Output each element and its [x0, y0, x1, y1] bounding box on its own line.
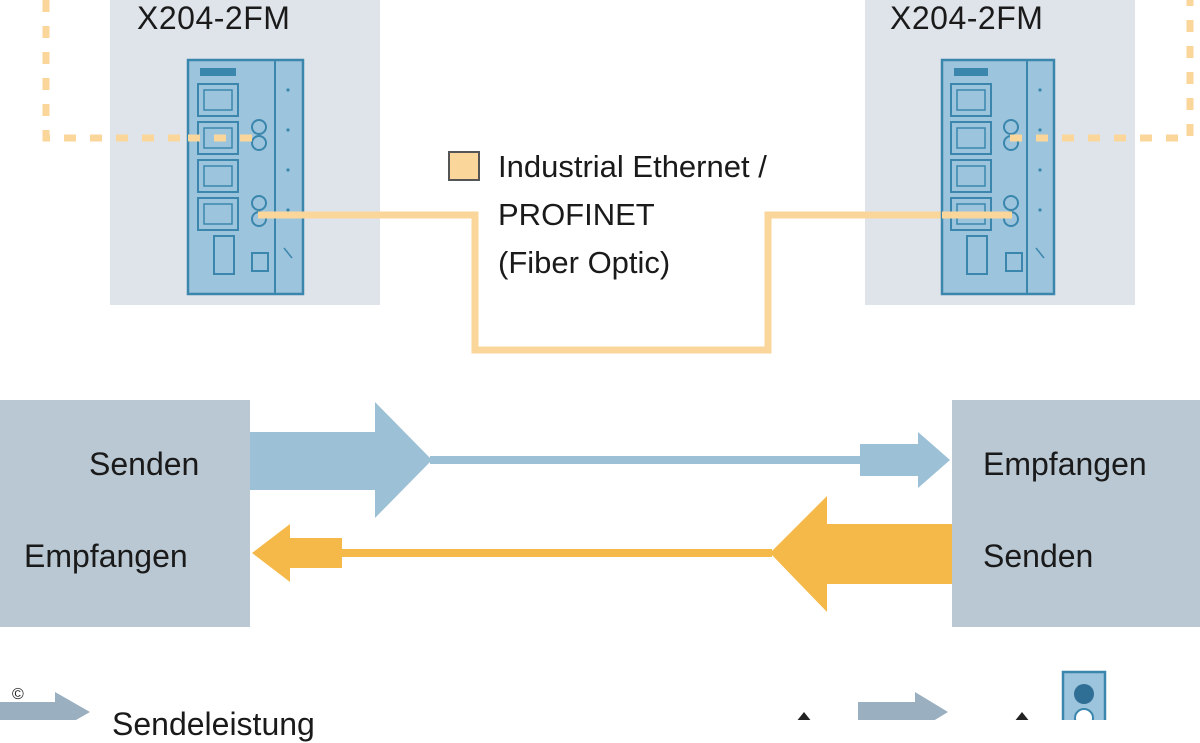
right-dotted-line — [1010, 0, 1194, 142]
footer-indicator-icon — [1061, 670, 1107, 720]
blue-signal-arrow — [250, 402, 950, 518]
right-device-title: X204-2FM — [890, 0, 1044, 36]
blue-small-arrowhead — [860, 432, 950, 488]
legend-swatch — [448, 151, 480, 181]
legend-line-1: Industrial Ethernet / — [498, 149, 767, 184]
copyright-mark: © — [12, 686, 24, 703]
footer-gray-arrow-right — [858, 692, 948, 720]
orange-small-arrowhead — [252, 524, 342, 582]
fiber-optic-cable — [262, 211, 1012, 354]
blue-big-arrowhead — [250, 402, 432, 518]
right-switch-device — [940, 58, 1056, 296]
left-receive-label: Empfangen — [24, 538, 188, 574]
right-send-label: Senden — [983, 538, 1094, 574]
footer-small-marker-right — [1015, 712, 1029, 720]
dotted-network-lines — [42, 0, 1194, 142]
diagram-svg — [0, 0, 1200, 720]
footer-small-marker-left — [797, 712, 811, 720]
right-receive-label: Empfangen — [983, 446, 1147, 482]
left-device-title: X204-2FM — [137, 0, 291, 36]
left-switch-device — [186, 58, 305, 296]
legend-line-2: PROFINET — [498, 197, 655, 232]
orange-signal-arrow — [252, 496, 952, 612]
legend-label: Industrial Ethernet / PROFINET (Fiber Op… — [498, 143, 767, 287]
right-transceiver-box — [952, 400, 1200, 627]
blue-thin-line — [430, 456, 860, 464]
footer-gray-arrow-left — [0, 692, 90, 720]
orange-big-arrowhead — [770, 496, 952, 612]
orange-thin-line — [340, 549, 772, 557]
legend-line-3: (Fiber Optic) — [498, 245, 671, 280]
footer-partial-label: Sendeleistung — [112, 706, 315, 742]
left-dotted-line — [42, 0, 262, 142]
left-transceiver-box — [0, 400, 250, 627]
left-send-label: Senden — [89, 446, 200, 482]
